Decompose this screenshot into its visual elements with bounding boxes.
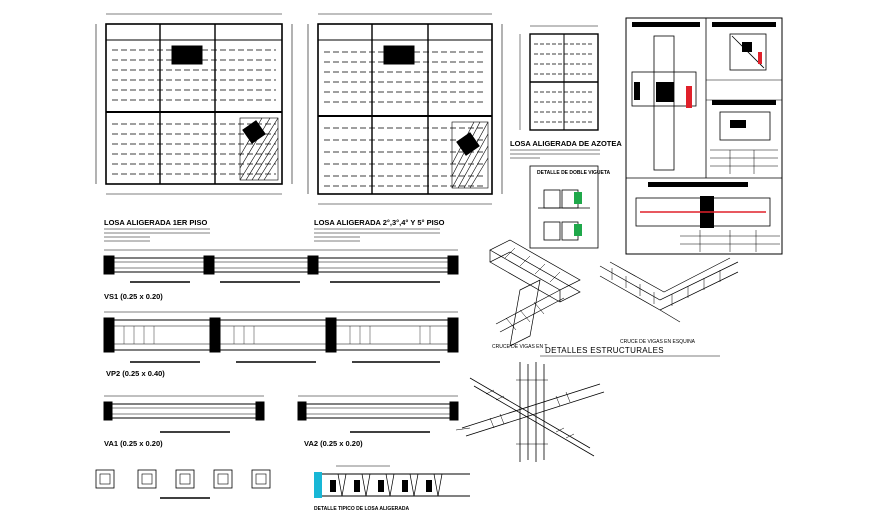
plan-roof-title: LOSA ALIGERADA DE AZOTEA [510, 139, 622, 148]
plan-first-floor-title: LOSA ALIGERADA 1ER PISO [104, 218, 208, 227]
typical-slab-detail [314, 465, 470, 498]
typical-slab-detail-title: DETALLE TIPICO DE LOSA ALIGERADA [314, 506, 409, 512]
beam-va2-label: VA2 (0.25 x 0.20) [304, 439, 363, 448]
beam-vs1-elevation [103, 249, 459, 283]
beam-va1-label: VA1 (0.25 x 0.20) [104, 439, 163, 448]
column-beam-node-rebar-3d [455, 362, 605, 462]
plan-roof [519, 25, 599, 131]
corner-junction-label: CRUCE DE VIGAS EN ESQUINA [620, 339, 696, 345]
beam-vs1-label: VS1 (0.25 x 0.20) [104, 292, 163, 301]
plan-upper-floors-title: LOSA ALIGERADA 2°,3°,4° Y 5° PISO [314, 218, 445, 227]
t-junction-label: CRUCE DE VIGAS EN T [492, 344, 547, 350]
double-joist-detail [529, 165, 599, 249]
corner-junction-rebar-3d [599, 257, 739, 323]
beam-vp2-label: VP2 (0.25 x 0.40) [106, 369, 165, 378]
plan-upper-floors-notes [314, 228, 440, 242]
title-block [625, 17, 783, 255]
beam-va2-elevation [297, 395, 459, 433]
structural-details-heading: DETALLES ESTRUCTURALES [545, 346, 664, 355]
plan-first-floor [95, 13, 293, 195]
t-junction-rebar-3d [489, 239, 581, 347]
plan-roof-notes [510, 149, 600, 159]
plan-upper-floors [307, 13, 503, 205]
beam-va1-elevation [103, 395, 265, 433]
beam-cross-sections [95, 469, 271, 499]
double-joist-detail-title: DETALLE DE DOBLE VIGUETA [537, 170, 611, 176]
beam-vp2-elevation [103, 311, 459, 363]
plan-first-floor-notes [104, 228, 210, 242]
